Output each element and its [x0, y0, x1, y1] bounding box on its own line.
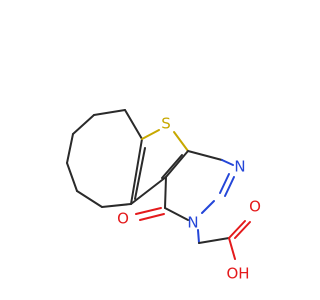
nitrogen-label-2: N [187, 214, 198, 232]
hydroxyl-label: OH [226, 265, 249, 283]
nitrogen-label-1: N [234, 158, 245, 176]
sulfur-label: S [161, 115, 171, 133]
structure-canvas: S N N O O OH [66, 109, 261, 283]
ketone-group [135, 207, 165, 221]
pyrimidinone-ring [164, 150, 235, 221]
cycloheptane-ring [66, 109, 143, 208]
keto-oxygen-label: O [117, 210, 129, 228]
thiophene-ring [130, 129, 189, 205]
carbonyl-oxygen-label: O [249, 198, 261, 216]
acetic-acid-chain [197, 220, 251, 260]
chemical-structure: S N N O O OH [66, 109, 261, 283]
